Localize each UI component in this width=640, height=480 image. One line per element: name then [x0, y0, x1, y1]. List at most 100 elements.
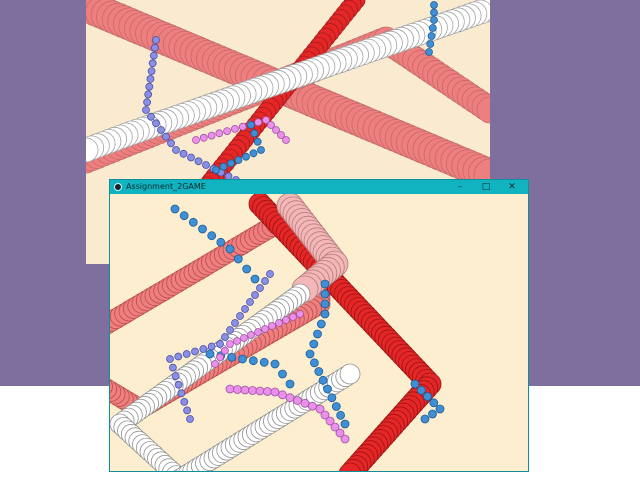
blue-particle	[430, 16, 438, 24]
blue-particle	[207, 231, 217, 241]
periwinkle-particle	[236, 312, 244, 320]
blue-particle	[248, 356, 258, 366]
periwinkle-particle	[152, 36, 160, 44]
close-button[interactable]: ✕	[508, 182, 516, 192]
violet-particle	[278, 390, 287, 400]
periwinkle-particle	[146, 75, 155, 83]
violet-particle	[240, 385, 250, 395]
blue-particle	[305, 349, 315, 359]
blue-particle	[425, 48, 433, 56]
violet-particle	[230, 124, 239, 133]
periwinkle-particle	[142, 106, 150, 114]
periwinkle-particle	[216, 340, 224, 348]
violet-particle	[254, 328, 262, 336]
periwinkle-particle	[149, 51, 158, 60]
periwinkle-particle	[174, 352, 183, 361]
violet-particle	[330, 422, 340, 432]
blue-particle	[250, 274, 260, 284]
violet-particle	[207, 131, 216, 140]
blue-particle	[320, 279, 330, 289]
blue-particle	[416, 385, 426, 395]
violet-particle	[282, 136, 290, 144]
violet-particle	[285, 393, 295, 403]
blue-particle	[323, 384, 332, 394]
blue-particle	[309, 339, 319, 349]
violet-particle	[308, 401, 317, 411]
violet-particle	[240, 334, 248, 342]
blue-particle	[216, 237, 226, 247]
blue-particle	[327, 393, 337, 403]
violet-particle	[261, 325, 269, 333]
blue-particle	[170, 204, 180, 214]
violet-particle	[211, 360, 219, 368]
periwinkle-particle	[183, 406, 191, 415]
periwinkle-particle	[180, 397, 189, 406]
violet-particle	[267, 121, 275, 129]
periwinkle-particle	[174, 380, 183, 389]
blue-particle	[270, 359, 280, 369]
blue-particle	[428, 24, 437, 32]
maximize-button[interactable]: □	[481, 182, 491, 192]
violet-particle	[300, 398, 310, 408]
minimize-button[interactable]: –	[457, 182, 463, 192]
blue-particle	[316, 319, 326, 329]
violet-particle	[238, 122, 247, 131]
blue-particle	[423, 392, 432, 401]
blue-particle	[410, 379, 420, 389]
blue-particle	[318, 375, 328, 385]
blue-particle	[420, 414, 430, 424]
violet-particle	[233, 385, 242, 394]
periwinkle-particle	[169, 363, 177, 372]
violet-particle	[192, 136, 200, 144]
violet-particle	[296, 310, 304, 318]
salmon-particle	[110, 379, 113, 394]
blue-particle	[429, 398, 439, 408]
window-title: Assignment_2GAME	[126, 182, 206, 191]
periwinkle-particle	[221, 333, 229, 341]
violet-particle	[340, 434, 350, 444]
game-window: Assignment_2GAME – □ ✕	[109, 179, 529, 472]
background-screenshot	[86, 0, 490, 264]
violet-particle	[216, 353, 224, 362]
blue-particle	[435, 404, 445, 414]
particle-scene	[110, 194, 445, 471]
periwinkle-particle	[226, 326, 234, 334]
blue-particle	[219, 162, 228, 171]
violet-particle	[247, 331, 255, 339]
blue-particle	[314, 367, 324, 376]
blue-particle	[320, 299, 330, 309]
blue-particle	[331, 402, 341, 411]
periwinkle-particle	[191, 347, 199, 356]
periwinkle-particle	[187, 153, 195, 162]
violet-particle	[254, 118, 263, 127]
blue-particle	[238, 354, 247, 364]
app-icon	[114, 183, 122, 191]
violet-particle	[199, 133, 208, 142]
violet-particle	[221, 346, 229, 355]
blue-particle	[247, 121, 255, 129]
violet-particle	[226, 340, 234, 348]
violet-particle	[315, 404, 325, 414]
game-canvas[interactable]	[110, 194, 528, 471]
violet-particle	[325, 416, 335, 426]
window-titlebar[interactable]: Assignment_2GAME – □ ✕	[110, 180, 528, 194]
blue-particle	[430, 8, 438, 17]
periwinkle-particle	[171, 372, 180, 381]
blue-particle	[278, 369, 287, 379]
periwinkle-particle	[152, 119, 160, 128]
violet-particle	[272, 126, 280, 134]
blue-particle	[336, 410, 346, 420]
periwinkle-particle	[202, 161, 210, 169]
blue-particle	[285, 379, 295, 389]
violet-particle	[282, 316, 290, 324]
violet-particle	[248, 386, 257, 395]
periwinkle-particle	[151, 43, 159, 52]
blue-particle	[227, 159, 235, 168]
white-particle	[86, 137, 99, 163]
periwinkle-particle	[148, 59, 157, 68]
violet-particle	[289, 313, 297, 321]
violet-particle	[225, 384, 235, 394]
blue-particle	[188, 217, 198, 227]
blue-particle	[198, 224, 207, 234]
blue-particle	[227, 352, 237, 362]
